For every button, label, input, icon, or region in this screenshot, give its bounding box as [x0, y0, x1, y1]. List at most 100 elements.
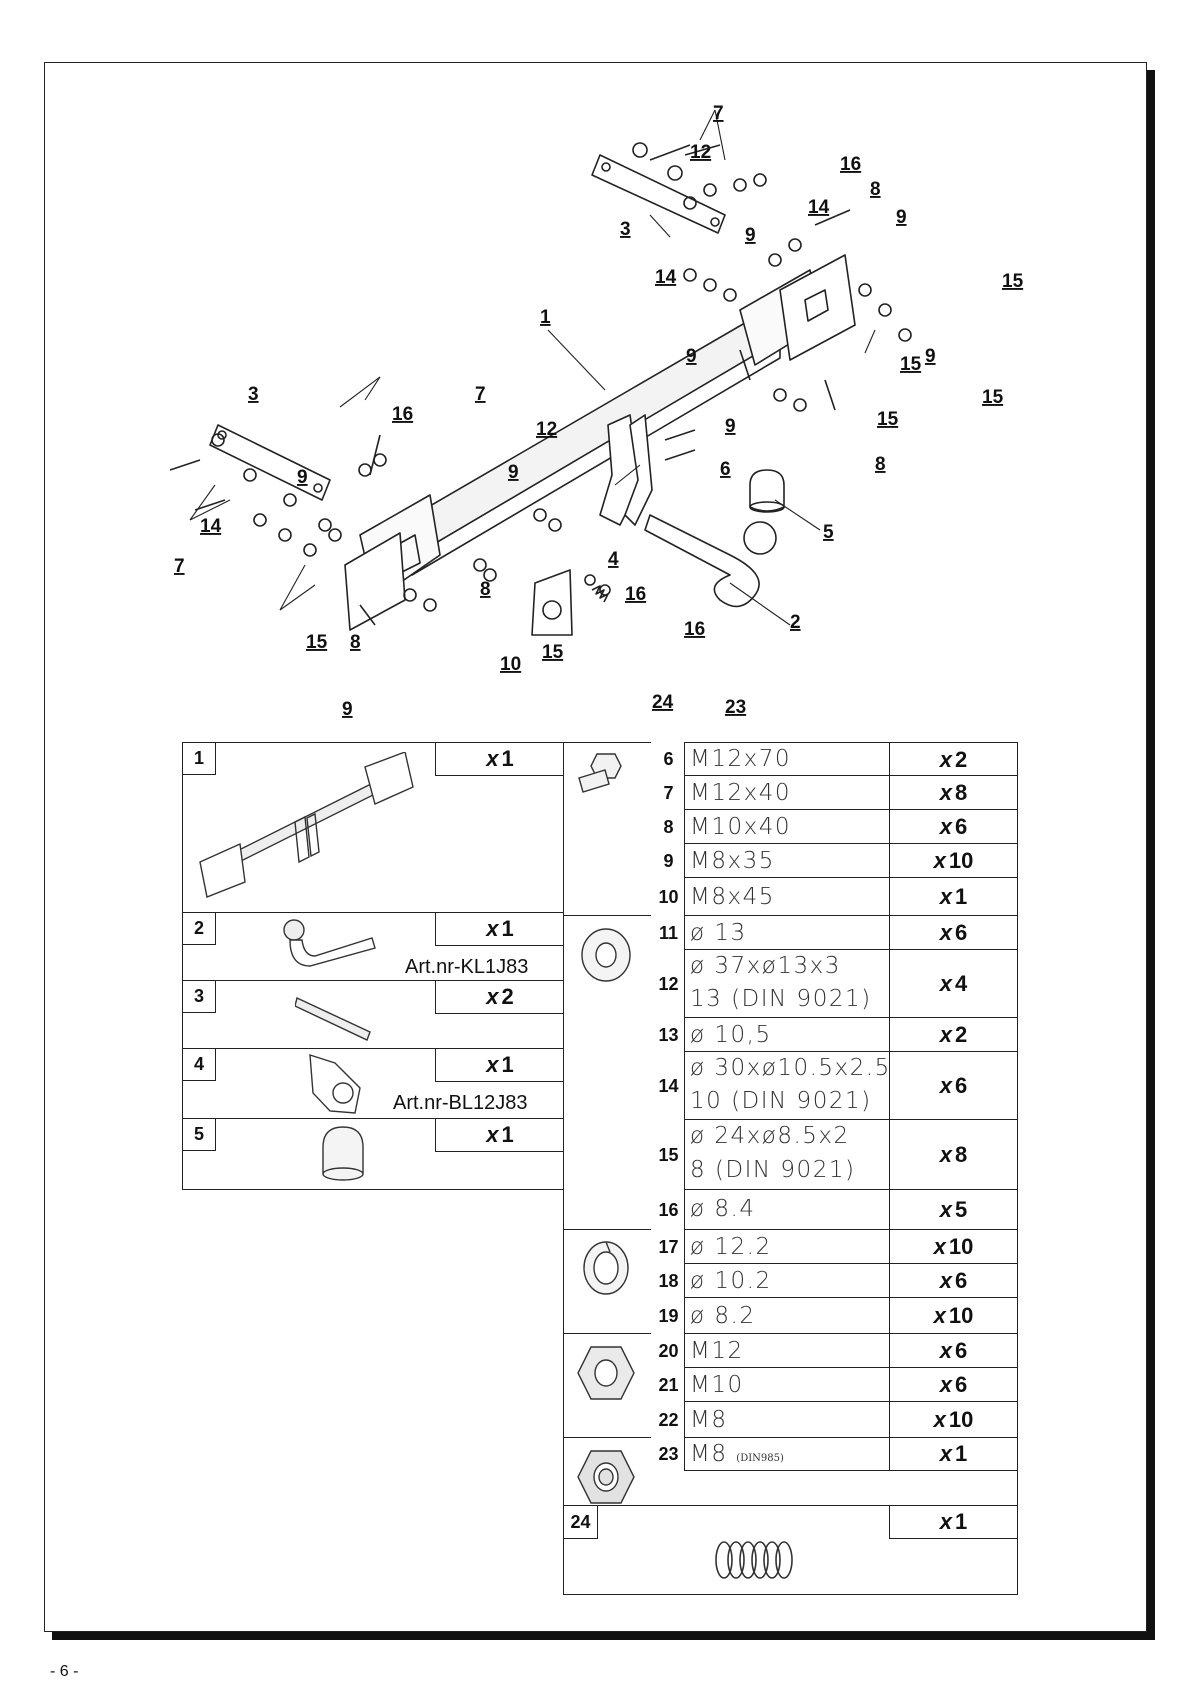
hw-spec: M12x40	[690, 780, 791, 806]
hw-number: 13	[651, 1017, 686, 1053]
callout-label: 3	[620, 219, 631, 240]
part-number: 4	[182, 1048, 216, 1081]
hw-spec-cell	[684, 1119, 891, 1191]
side-plate-top	[591, 154, 726, 234]
callout-label: 8	[870, 179, 881, 200]
center-bracket	[599, 414, 641, 526]
callout-label: 2	[790, 612, 801, 633]
spring-icon	[715, 1541, 793, 1579]
socket-plate-thumbnail	[309, 1054, 361, 1114]
hw-spec: ø 10,5	[690, 1022, 772, 1048]
hw-spec: ø 13	[690, 920, 747, 946]
lock-nut-icon	[577, 1450, 635, 1504]
page-number: - 6 -	[50, 1663, 79, 1680]
callout-label: 23	[725, 697, 746, 718]
washers-group	[211, 142, 912, 612]
callout-label: 4	[608, 549, 619, 570]
article-number: Art.nr-KL1J83	[405, 956, 529, 978]
din-note: (DIN985)	[736, 1453, 784, 1464]
callout-label: 24	[652, 692, 674, 713]
callout-label: 12	[536, 419, 557, 440]
callout-label: 16	[840, 154, 861, 175]
callout-label: 8	[480, 579, 491, 600]
callout-label: 6	[720, 459, 731, 480]
callout-label: 14	[808, 197, 830, 218]
callout-label: 7	[475, 384, 486, 405]
hw-spec-cell	[684, 877, 891, 917]
plate-thumbnail	[295, 997, 371, 1041]
hw-number: 18	[651, 1263, 686, 1299]
tow-ball-arm	[644, 514, 760, 608]
hw-spec-cell	[684, 1263, 891, 1299]
hw-number: 19	[651, 1297, 686, 1335]
hw-number: 12	[651, 949, 686, 1019]
hw-number: 16	[651, 1189, 686, 1231]
hw-spec-cell	[684, 843, 891, 879]
side-plate-left	[209, 424, 331, 501]
callout-label: 9	[508, 462, 519, 483]
hw-number: 22	[651, 1401, 686, 1439]
hw-spec-cell	[684, 1401, 891, 1439]
hw-spec-din: 8 (DIN 9021)	[690, 1157, 856, 1183]
hw-spec: ø 12.2	[690, 1234, 772, 1260]
towball-thumbnail	[283, 919, 376, 967]
part-number: 1	[182, 742, 216, 775]
hw-spec: M8	[690, 1407, 728, 1433]
hw-spec-cell	[684, 1229, 891, 1265]
crossbar	[379, 319, 781, 558]
hw-spec: ø 8.4	[690, 1196, 756, 1222]
callout-label: 8	[350, 632, 361, 653]
hw-spec: ø 37xø13x3	[690, 953, 841, 979]
callout-label: 1	[540, 307, 551, 328]
callout-label: 15	[306, 632, 328, 653]
callout-label: 14	[655, 267, 677, 288]
callout-label: 15	[982, 387, 1004, 408]
hw-number: 10	[651, 877, 686, 917]
hw-number: 14	[651, 1051, 686, 1121]
callout-label: 7	[713, 103, 724, 124]
hw-number: 24	[563, 1505, 598, 1539]
leader-lines	[189, 109, 876, 626]
hw-spec: ø 10.2	[690, 1268, 772, 1294]
spring-washer-icon	[583, 1241, 629, 1295]
callout-label: 3	[248, 384, 259, 405]
hw-number: 15	[651, 1119, 686, 1191]
callout-label: 8	[875, 454, 886, 475]
hw-spec: M10	[690, 1372, 744, 1398]
callout-label: 9	[745, 225, 756, 246]
hw-spec: M8 (DIN985)	[690, 1441, 784, 1467]
callout-label: 15	[1002, 271, 1024, 292]
hw-number: 8	[651, 809, 686, 845]
callout-label: 15	[900, 354, 922, 375]
callout-label: 15	[542, 642, 564, 663]
bolts-group	[169, 144, 851, 626]
hw-spec-cell	[684, 1367, 891, 1403]
part-number: 3	[182, 980, 216, 1013]
bolt-icon	[578, 753, 622, 793]
callout-label: 10	[500, 654, 521, 675]
exploded-assembly-diagram: 1 2 3 3 4 5 6 7 7 7 8 8 8 8 9 9 9 9 9 9 …	[169, 103, 1024, 720]
callout-label: 9	[896, 207, 907, 228]
part-number: 5	[182, 1118, 216, 1151]
hw-spec: M12x70	[690, 746, 791, 772]
callout-label: 9	[925, 346, 936, 367]
callout-label: 9	[342, 699, 353, 720]
hw-number: 7	[651, 775, 686, 811]
